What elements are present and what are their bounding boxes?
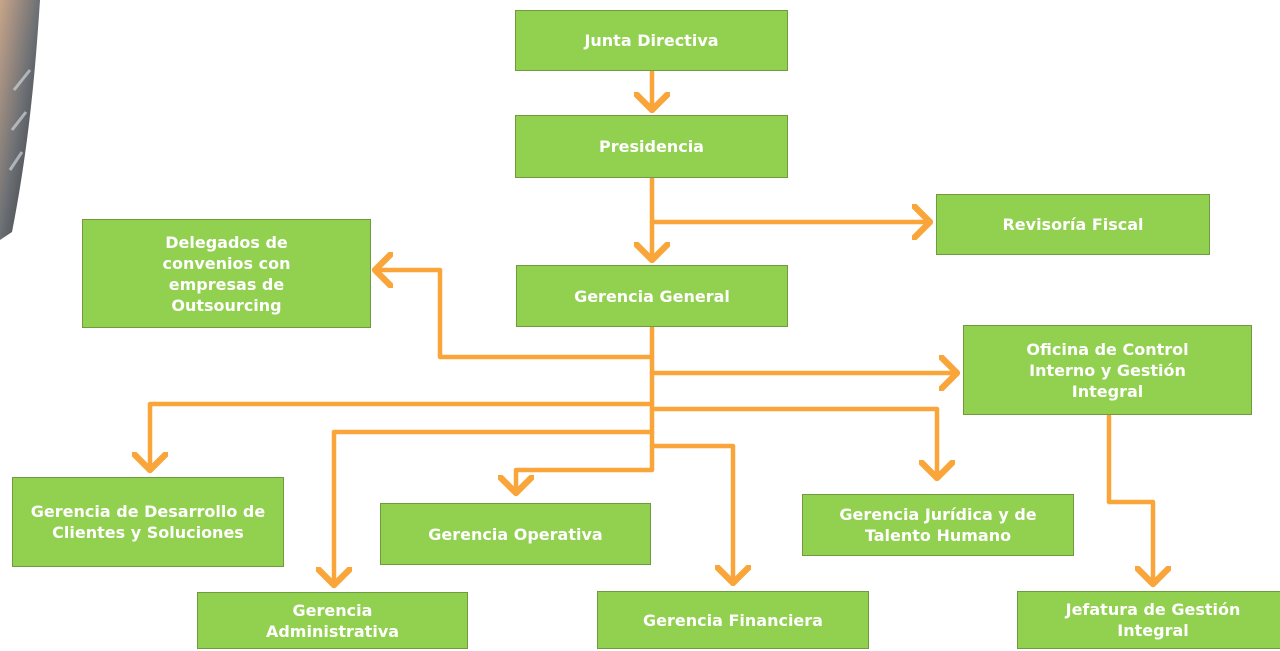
edge-control-jefatura: [1106, 413, 1153, 584]
edge-gerencia-control: [649, 354, 957, 373]
edge-gerencia-delegados: [375, 270, 655, 360]
node-gerencia-general: Gerencia General: [516, 265, 788, 327]
node-revisoria-fiscal: Revisoría Fiscal: [936, 194, 1210, 255]
node-label: Delegados de convenios con empresas de O…: [162, 232, 291, 315]
edge-gerencia-desarrollo: [150, 370, 655, 470]
node-desarrollo-clientes: Gerencia de Desarrollo de Clientes y Sol…: [12, 477, 284, 567]
edge-gerencia-financiera: [649, 429, 733, 583]
node-label: Presidencia: [599, 137, 704, 156]
node-label: Oficina de Control Interno y Gestión Int…: [1026, 339, 1189, 401]
node-gerencia-operativa: Gerencia Operativa: [380, 503, 651, 565]
node-gerencia-juridica: Gerencia Jurídica y de Talento Humano: [802, 494, 1074, 556]
node-jefatura-gestion: Jefatura de Gestión Integral: [1017, 591, 1280, 649]
node-label: Revisoría Fiscal: [1002, 215, 1144, 234]
node-control-interno: Oficina de Control Interno y Gestión Int…: [963, 325, 1252, 415]
edge-gerencia-administrativa: [334, 406, 655, 585]
node-label: Junta Directiva: [584, 31, 719, 50]
node-gerencia-financiera: Gerencia Financiera: [597, 591, 869, 649]
node-label: Gerencia de Desarrollo de Clientes y Sol…: [30, 502, 266, 542]
edge-gerencia-juridica: [649, 401, 937, 478]
node-label: Gerencia Jurídica y de Talento Humano: [839, 505, 1037, 545]
node-label: Gerencia Financiera: [643, 610, 823, 630]
node-label: Gerencia Administrativa: [265, 600, 400, 641]
node-label: Gerencia General: [574, 286, 730, 306]
laptop-photo-icon: [0, 0, 40, 240]
node-presidencia: Presidencia: [515, 115, 788, 178]
edge-gerencia-operativa: [516, 443, 655, 493]
node-label: Jefatura de Gestión Integral: [1065, 600, 1241, 640]
node-junta-directiva: Junta Directiva: [515, 10, 788, 71]
node-label: Gerencia Operativa: [428, 524, 603, 544]
node-delegados: Delegados de convenios con empresas de O…: [82, 219, 371, 328]
node-gerencia-administrativa: Gerencia Administrativa: [197, 592, 468, 649]
